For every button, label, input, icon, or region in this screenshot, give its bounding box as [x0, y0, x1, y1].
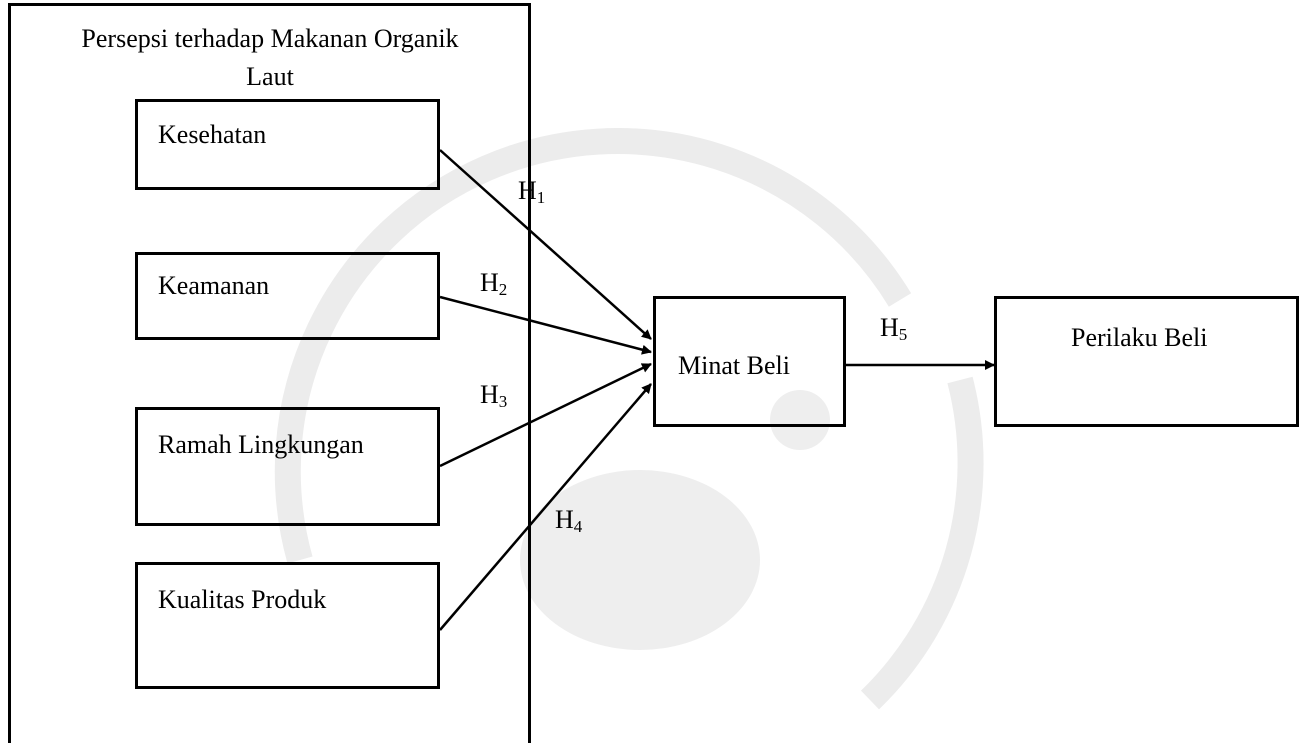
- h2-letter: H: [480, 268, 499, 297]
- box-keamanan: Keamanan: [135, 252, 440, 340]
- h4-index: 4: [573, 517, 583, 536]
- label-kualitas-produk: Kualitas Produk: [158, 585, 327, 614]
- h4-letter: H: [555, 505, 574, 534]
- h3-index: 3: [498, 392, 508, 411]
- box-perilaku-beli: Perilaku Beli: [994, 296, 1299, 427]
- arrow-h4: [439, 383, 652, 631]
- arrow-h3: [439, 362, 652, 468]
- h3-letter: H: [480, 380, 499, 409]
- label-keamanan: Keamanan: [158, 271, 270, 300]
- label-ramah-lingkungan: Ramah Lingkungan: [158, 430, 364, 459]
- h5-index: 5: [898, 325, 908, 344]
- hypothesis-h4: H4: [555, 505, 583, 536]
- group-title-line2: Laut: [246, 62, 294, 91]
- h1-letter: H: [518, 176, 537, 205]
- perception-group-frame: [8, 3, 531, 743]
- hypothesis-h5: H5: [880, 313, 908, 344]
- group-title: Persepsi terhadap Makanan Organik Laut: [10, 20, 530, 96]
- h1-index: 1: [536, 188, 546, 207]
- hypothesis-h3: H3: [480, 380, 508, 411]
- box-minat-beli: Minat Beli: [653, 296, 846, 427]
- hypothesis-h1: H1: [518, 176, 546, 207]
- label-perilaku-beli: Perilaku Beli: [1071, 323, 1208, 352]
- label-minat-beli: Minat Beli: [678, 351, 790, 380]
- box-kualitas-produk: Kualitas Produk: [135, 562, 440, 689]
- group-title-line1: Persepsi terhadap Makanan Organik: [81, 24, 459, 53]
- hypothesis-h2: H2: [480, 268, 508, 299]
- label-kesehatan: Kesehatan: [158, 120, 267, 149]
- h5-letter: H: [880, 313, 899, 342]
- box-ramah-lingkungan: Ramah Lingkungan: [135, 407, 440, 526]
- arrow-h2: [439, 295, 652, 355]
- h2-index: 2: [498, 280, 508, 299]
- box-kesehatan: Kesehatan: [135, 99, 440, 190]
- arrow-h1: [439, 149, 652, 340]
